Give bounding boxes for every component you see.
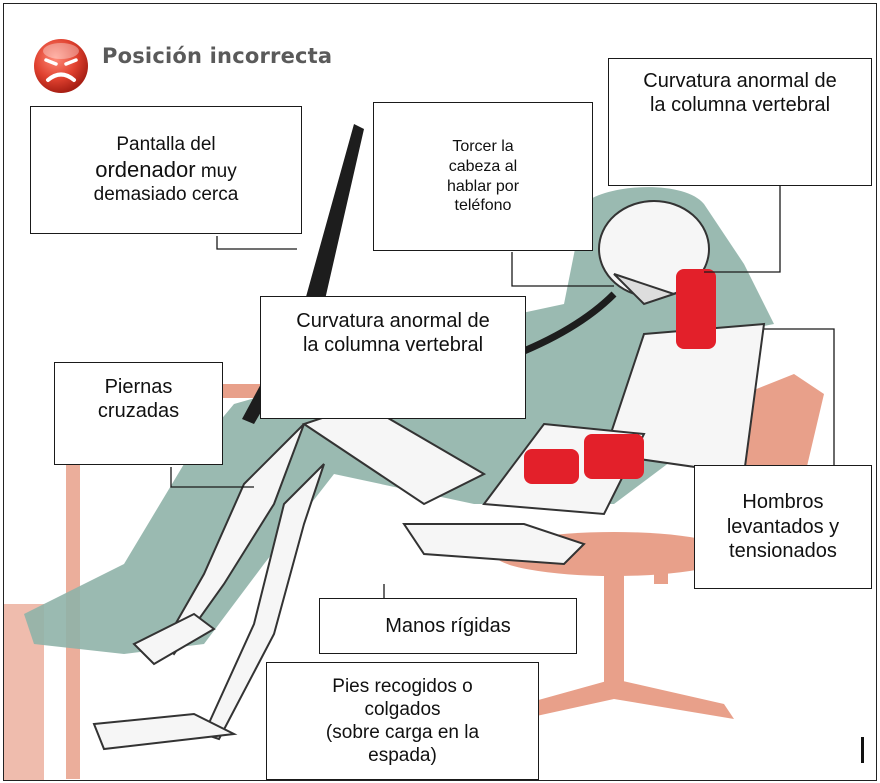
- label-screen-too-close: Pantalla del ordenador muy demasiado cer…: [30, 106, 302, 234]
- label-spine-center: Curvatura anormal de la columna vertebra…: [260, 296, 526, 419]
- label-feet: Pies recogidos o colgados (sobre carga e…: [266, 662, 539, 780]
- diagram-frame: Posición incorrecta Pantalla del ordenad…: [3, 3, 877, 781]
- page-title: Posición incorrecta: [102, 44, 332, 68]
- label-raised-shoulders: Hombros levantados y tensionados: [694, 465, 872, 589]
- label-screen-line2-rest: muy: [196, 161, 237, 182]
- label-crossed-legs: Piernas cruzadas: [54, 362, 223, 465]
- label-screen-line2-big: ordenador: [95, 157, 195, 182]
- label-spine-top: Curvatura anormal de la columna vertebra…: [608, 58, 872, 186]
- label-neck-twist: Torcer la cabeza al hablar por teléfono: [373, 102, 593, 251]
- label-rigid-hands: Manos rígidas: [319, 598, 577, 654]
- sad-face-icon: [32, 37, 90, 95]
- label-screen-line1: Pantalla del: [116, 133, 215, 156]
- edge-mark: [861, 737, 864, 763]
- label-screen-line3: demasiado cerca: [94, 183, 239, 206]
